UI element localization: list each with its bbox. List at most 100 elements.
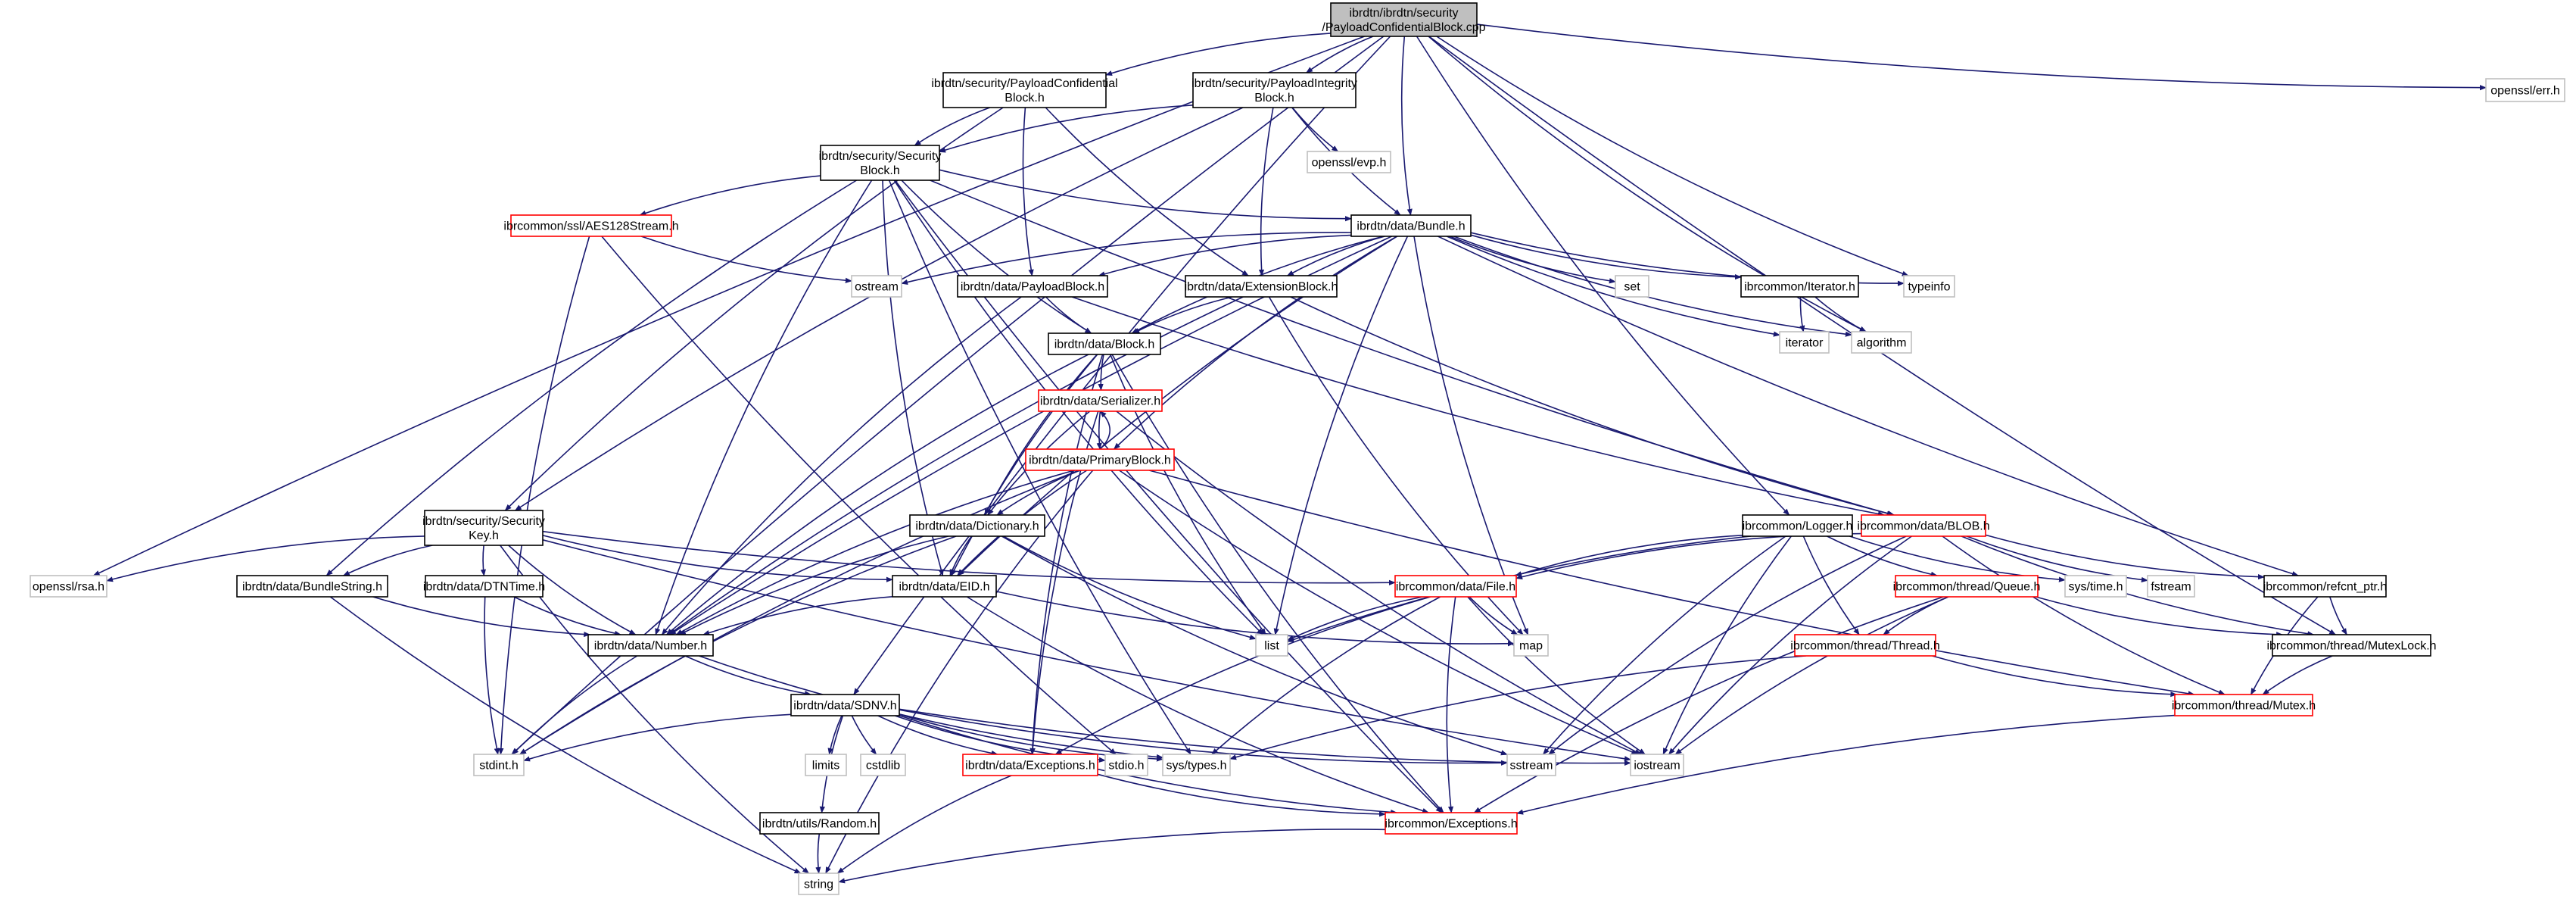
node-box-iostream <box>1630 754 1684 776</box>
node-root[interactable]: ibrdtn/ibrdtn/security/PayloadConfidenti… <box>1322 2 1486 37</box>
node-map: map <box>1513 634 1549 657</box>
edge-skey-to-bstring <box>342 545 433 576</box>
edge-bundle-to-extblock <box>1286 236 1385 276</box>
node-label-file-0: ibrcommon/data/File.h <box>1396 581 1515 594</box>
edge-mutexlock-to-mutex <box>2262 655 2333 695</box>
node-label-dexc-0: ibrdtn/data/Exceptions.h <box>965 760 1095 773</box>
node-extblock[interactable]: ibrdtn/data/ExtensionBlock.h <box>1185 275 1338 298</box>
node-label-extblock-0: ibrdtn/data/ExtensionBlock.h <box>1185 281 1338 294</box>
node-serializer[interactable]: ibrdtn/data/Serializer.h <box>1038 389 1163 412</box>
node-cexc[interactable]: ibrcommon/Exceptions.h <box>1385 812 1518 835</box>
node-label-set-0: set <box>1624 281 1640 294</box>
node-box-stdint <box>473 754 525 776</box>
edge-cexc-to-string <box>838 829 1386 884</box>
node-label-opensslerr-0: openssl/err.h <box>2490 85 2560 98</box>
node-box-opensslerr <box>2485 78 2565 102</box>
node-queue[interactable]: ibrcommon/thread/Queue.h <box>1893 575 2041 598</box>
edge-aes-to-ostream <box>640 236 852 283</box>
node-bstring[interactable]: ibrdtn/data/BundleString.h <box>236 575 388 598</box>
node-refcnt[interactable]: ibrcommon/refcnt_ptr.h <box>2263 575 2388 598</box>
node-bundle[interactable]: ibrdtn/data/Bundle.h <box>1350 214 1472 237</box>
node-random[interactable]: ibrdtn/utils/Random.h <box>759 812 880 835</box>
edge-bundle-to-iterator <box>1446 236 1780 337</box>
edge-serializer-to-primary <box>1096 410 1102 450</box>
node-dtntime[interactable]: ibrdtn/data/DTNTime.h <box>423 575 545 598</box>
edge-pib-to-sb <box>939 105 1194 153</box>
node-label-number-0: ibrdtn/data/Number.h <box>594 640 707 653</box>
node-label-aes-0: ibrcommon/ssl/AES128Stream.h <box>503 220 678 233</box>
node-label-bstring-0: ibrdtn/data/BundleString.h <box>242 581 382 594</box>
node-mutex[interactable]: ibrcommon/thread/Mutex.h <box>2172 694 2316 716</box>
node-box-limits <box>805 754 847 776</box>
node-box-mutex <box>2174 694 2313 716</box>
node-mutexlock[interactable]: ibrcommon/thread/MutexLock.h <box>2266 634 2437 657</box>
node-box-sdnv <box>790 694 900 716</box>
node-label-logger-0: ibrcommon/Logger.h <box>1743 520 1853 533</box>
node-label-map-0: map <box>1519 640 1543 653</box>
node-box-eid <box>892 575 997 598</box>
node-logger[interactable]: ibrcommon/Logger.h <box>1742 514 1853 537</box>
node-box-root <box>1330 2 1478 37</box>
node-label-dtntime-0: ibrdtn/data/DTNTime.h <box>423 581 545 594</box>
edge-logger-to-sstream <box>1542 535 1786 755</box>
edge-payload-to-block <box>1045 296 1092 334</box>
edge-root-to-pcb <box>1105 33 1332 76</box>
node-dexc[interactable]: ibrdtn/data/Exceptions.h <box>962 754 1098 776</box>
node-aes[interactable]: ibrcommon/ssl/AES128Stream.h <box>503 214 679 237</box>
node-primary[interactable]: ibrdtn/data/PrimaryBlock.h <box>1025 448 1175 471</box>
edge-sb-to-bundle <box>939 169 1352 222</box>
node-systypes: sys/types.h <box>1162 754 1231 776</box>
edge-aes-to-stdint <box>498 236 590 755</box>
node-thread[interactable]: ibrcommon/thread/Thread.h <box>1790 634 1940 657</box>
edge-sdnv-to-cstdlib <box>851 715 877 755</box>
node-sdnv[interactable]: ibrdtn/data/SDNV.h <box>790 694 900 716</box>
edge-root-to-logger <box>1416 36 1790 516</box>
node-algorithm: algorithm <box>1851 331 1912 354</box>
node-box-fstream <box>2147 575 2195 598</box>
edge-root-to-bundle <box>1400 36 1413 216</box>
node-blob[interactable]: ibrcommon/data/BLOB.h <box>1857 514 1990 537</box>
edge-skey-to-rsa <box>106 535 425 582</box>
node-box-cexc <box>1385 812 1518 835</box>
edge-skey-to-number <box>508 545 637 635</box>
node-label-stdio-0: stdio.h <box>1108 760 1144 773</box>
edge-sb-to-systypes <box>888 179 1191 755</box>
node-iterh[interactable]: ibrcommon/Iterator.h <box>1740 275 1859 298</box>
node-box-dict <box>909 514 1045 537</box>
node-pcb[interactable]: ibrdtn/security/PayloadConfidentialBlock… <box>931 72 1118 108</box>
node-file[interactable]: ibrcommon/data/File.h <box>1394 575 1517 598</box>
node-number[interactable]: ibrdtn/data/Number.h <box>587 634 714 657</box>
edge-thread-to-systypes <box>1229 655 1806 760</box>
edge-pib-to-extblock <box>1258 107 1274 276</box>
node-dict[interactable]: ibrdtn/data/Dictionary.h <box>909 514 1045 537</box>
node-eid[interactable]: ibrdtn/data/EID.h <box>892 575 997 598</box>
node-box-aes <box>510 214 672 237</box>
edge-primary-to-stdint <box>519 470 1079 755</box>
node-label-mutexlock-0: ibrcommon/thread/MutexLock.h <box>2266 640 2436 653</box>
edge-aes-to-stdio <box>601 236 1117 755</box>
edge-blob-to-fstream <box>1966 535 2148 582</box>
edge-mutex-to-cexc <box>1516 714 2176 815</box>
edge-bundle-to-payload <box>1098 234 1352 277</box>
edge-sb-to-blob <box>930 179 1894 517</box>
node-iterator: iterator <box>1779 331 1830 354</box>
edge-sb-to-block <box>901 179 1092 334</box>
node-systime: sys/time.h <box>2064 575 2127 598</box>
edge-number-to-systypes <box>699 655 1163 760</box>
node-block[interactable]: ibrdtn/data/Block.h <box>1048 332 1161 355</box>
node-limits: limits <box>805 754 847 776</box>
node-box-map <box>1513 634 1549 657</box>
node-set: set <box>1615 275 1649 298</box>
node-label-iterh-0: ibrcommon/Iterator.h <box>1744 281 1855 294</box>
node-label-eid-0: ibrdtn/data/EID.h <box>899 581 989 594</box>
node-payload[interactable]: ibrdtn/data/PayloadBlock.h <box>957 275 1108 298</box>
node-box-thread <box>1794 634 1936 657</box>
node-label-stdint-0: stdint.h <box>479 760 519 773</box>
node-box-list <box>1255 634 1288 657</box>
edge-eid-to-map <box>995 591 1515 647</box>
edge-block-to-eid <box>951 354 1098 576</box>
